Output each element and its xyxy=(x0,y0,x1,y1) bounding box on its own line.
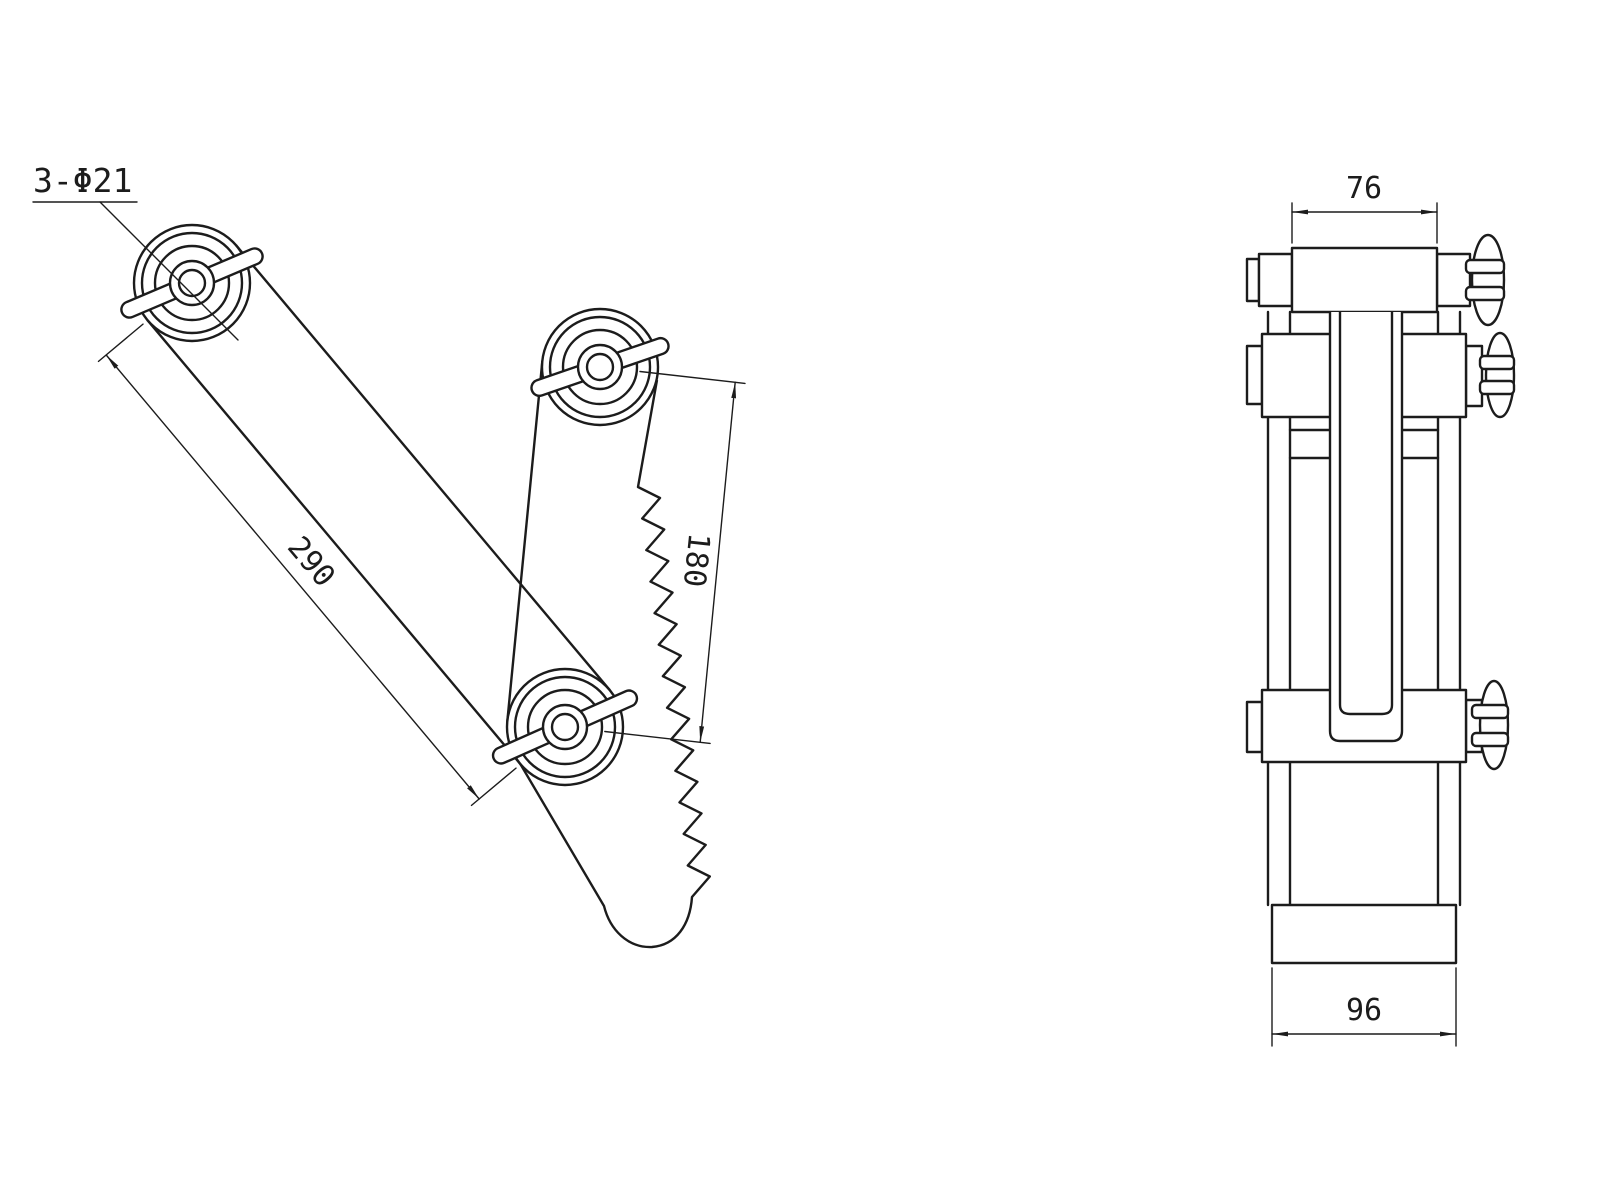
base-plate xyxy=(1270,903,1458,965)
top-pin-left-shaft xyxy=(1257,252,1294,308)
dim-76-label: 76 xyxy=(1346,171,1382,206)
cotter-pin-bottom-upper xyxy=(1470,703,1510,720)
pin-c xyxy=(491,667,639,787)
dim-180-line xyxy=(699,381,737,743)
cotter-ring-top xyxy=(1470,233,1506,327)
callout-holes: 3-Φ21 xyxy=(32,161,239,341)
dim-290-line xyxy=(105,354,480,800)
pin-c-bore-circle xyxy=(550,712,580,742)
cotter-ring-middle xyxy=(1484,331,1516,419)
dim-290-ext-line-bottom xyxy=(470,767,517,807)
top-pin xyxy=(1245,246,1472,314)
dimension-76: 76 xyxy=(1291,171,1438,244)
pin-b xyxy=(530,307,670,427)
dimension-180: 180 xyxy=(604,370,746,745)
cotter-pin-top-lower xyxy=(1464,285,1506,302)
callout-leader-line xyxy=(99,201,239,341)
cotter-clip-top xyxy=(1464,233,1506,327)
pin-a xyxy=(120,223,264,343)
cotter-clip-middle xyxy=(1478,331,1516,419)
dimension-96: 96 xyxy=(1271,967,1457,1047)
top-pin-right-shaft xyxy=(1435,252,1472,308)
boss-ribs xyxy=(1288,428,1440,460)
blade-left-edge xyxy=(506,360,544,723)
cotter-pin-top-upper xyxy=(1464,258,1506,275)
dim-180-ext-line-bottom xyxy=(604,730,711,745)
callout-3-phi-21-label: 3-Φ21 xyxy=(33,161,132,200)
arm-lower-edge xyxy=(146,319,522,766)
base-plate-body xyxy=(1270,903,1458,965)
dim-180-label: 180 xyxy=(676,531,716,589)
arm-channel-inner xyxy=(1338,312,1394,716)
cotter-pin-middle-lower xyxy=(1478,379,1516,396)
lower-pin-left-cap xyxy=(1245,700,1264,754)
pin-b-bore-circle xyxy=(585,352,615,382)
saw-blade-outline xyxy=(516,379,711,949)
right-view: 76 96 xyxy=(1245,171,1516,1047)
top-pin-body xyxy=(1290,246,1439,314)
left-view: 3-Φ21 290 180 xyxy=(32,161,746,949)
middle-pin-left-cap xyxy=(1245,344,1264,406)
arm-upper-edge xyxy=(235,244,611,691)
pin-a-bore-circle xyxy=(177,268,207,298)
blade-link xyxy=(506,360,544,723)
dim-96-label: 96 xyxy=(1346,993,1382,1028)
saw-blade xyxy=(516,379,711,949)
dimension-290: 290 xyxy=(97,323,517,807)
cotter-ring-bottom xyxy=(1478,679,1510,771)
cotter-pin-middle-upper xyxy=(1478,354,1516,371)
cotter-pin-bottom-lower xyxy=(1470,731,1510,748)
arm-channel xyxy=(1328,312,1404,743)
top-pin-left-cap xyxy=(1245,257,1261,303)
cotter-clip-bottom xyxy=(1470,679,1510,771)
dim-290-ext-line-top xyxy=(97,323,144,363)
dim-180-ext-line-top xyxy=(639,370,746,385)
middle-pin-right-stub xyxy=(1464,344,1484,408)
